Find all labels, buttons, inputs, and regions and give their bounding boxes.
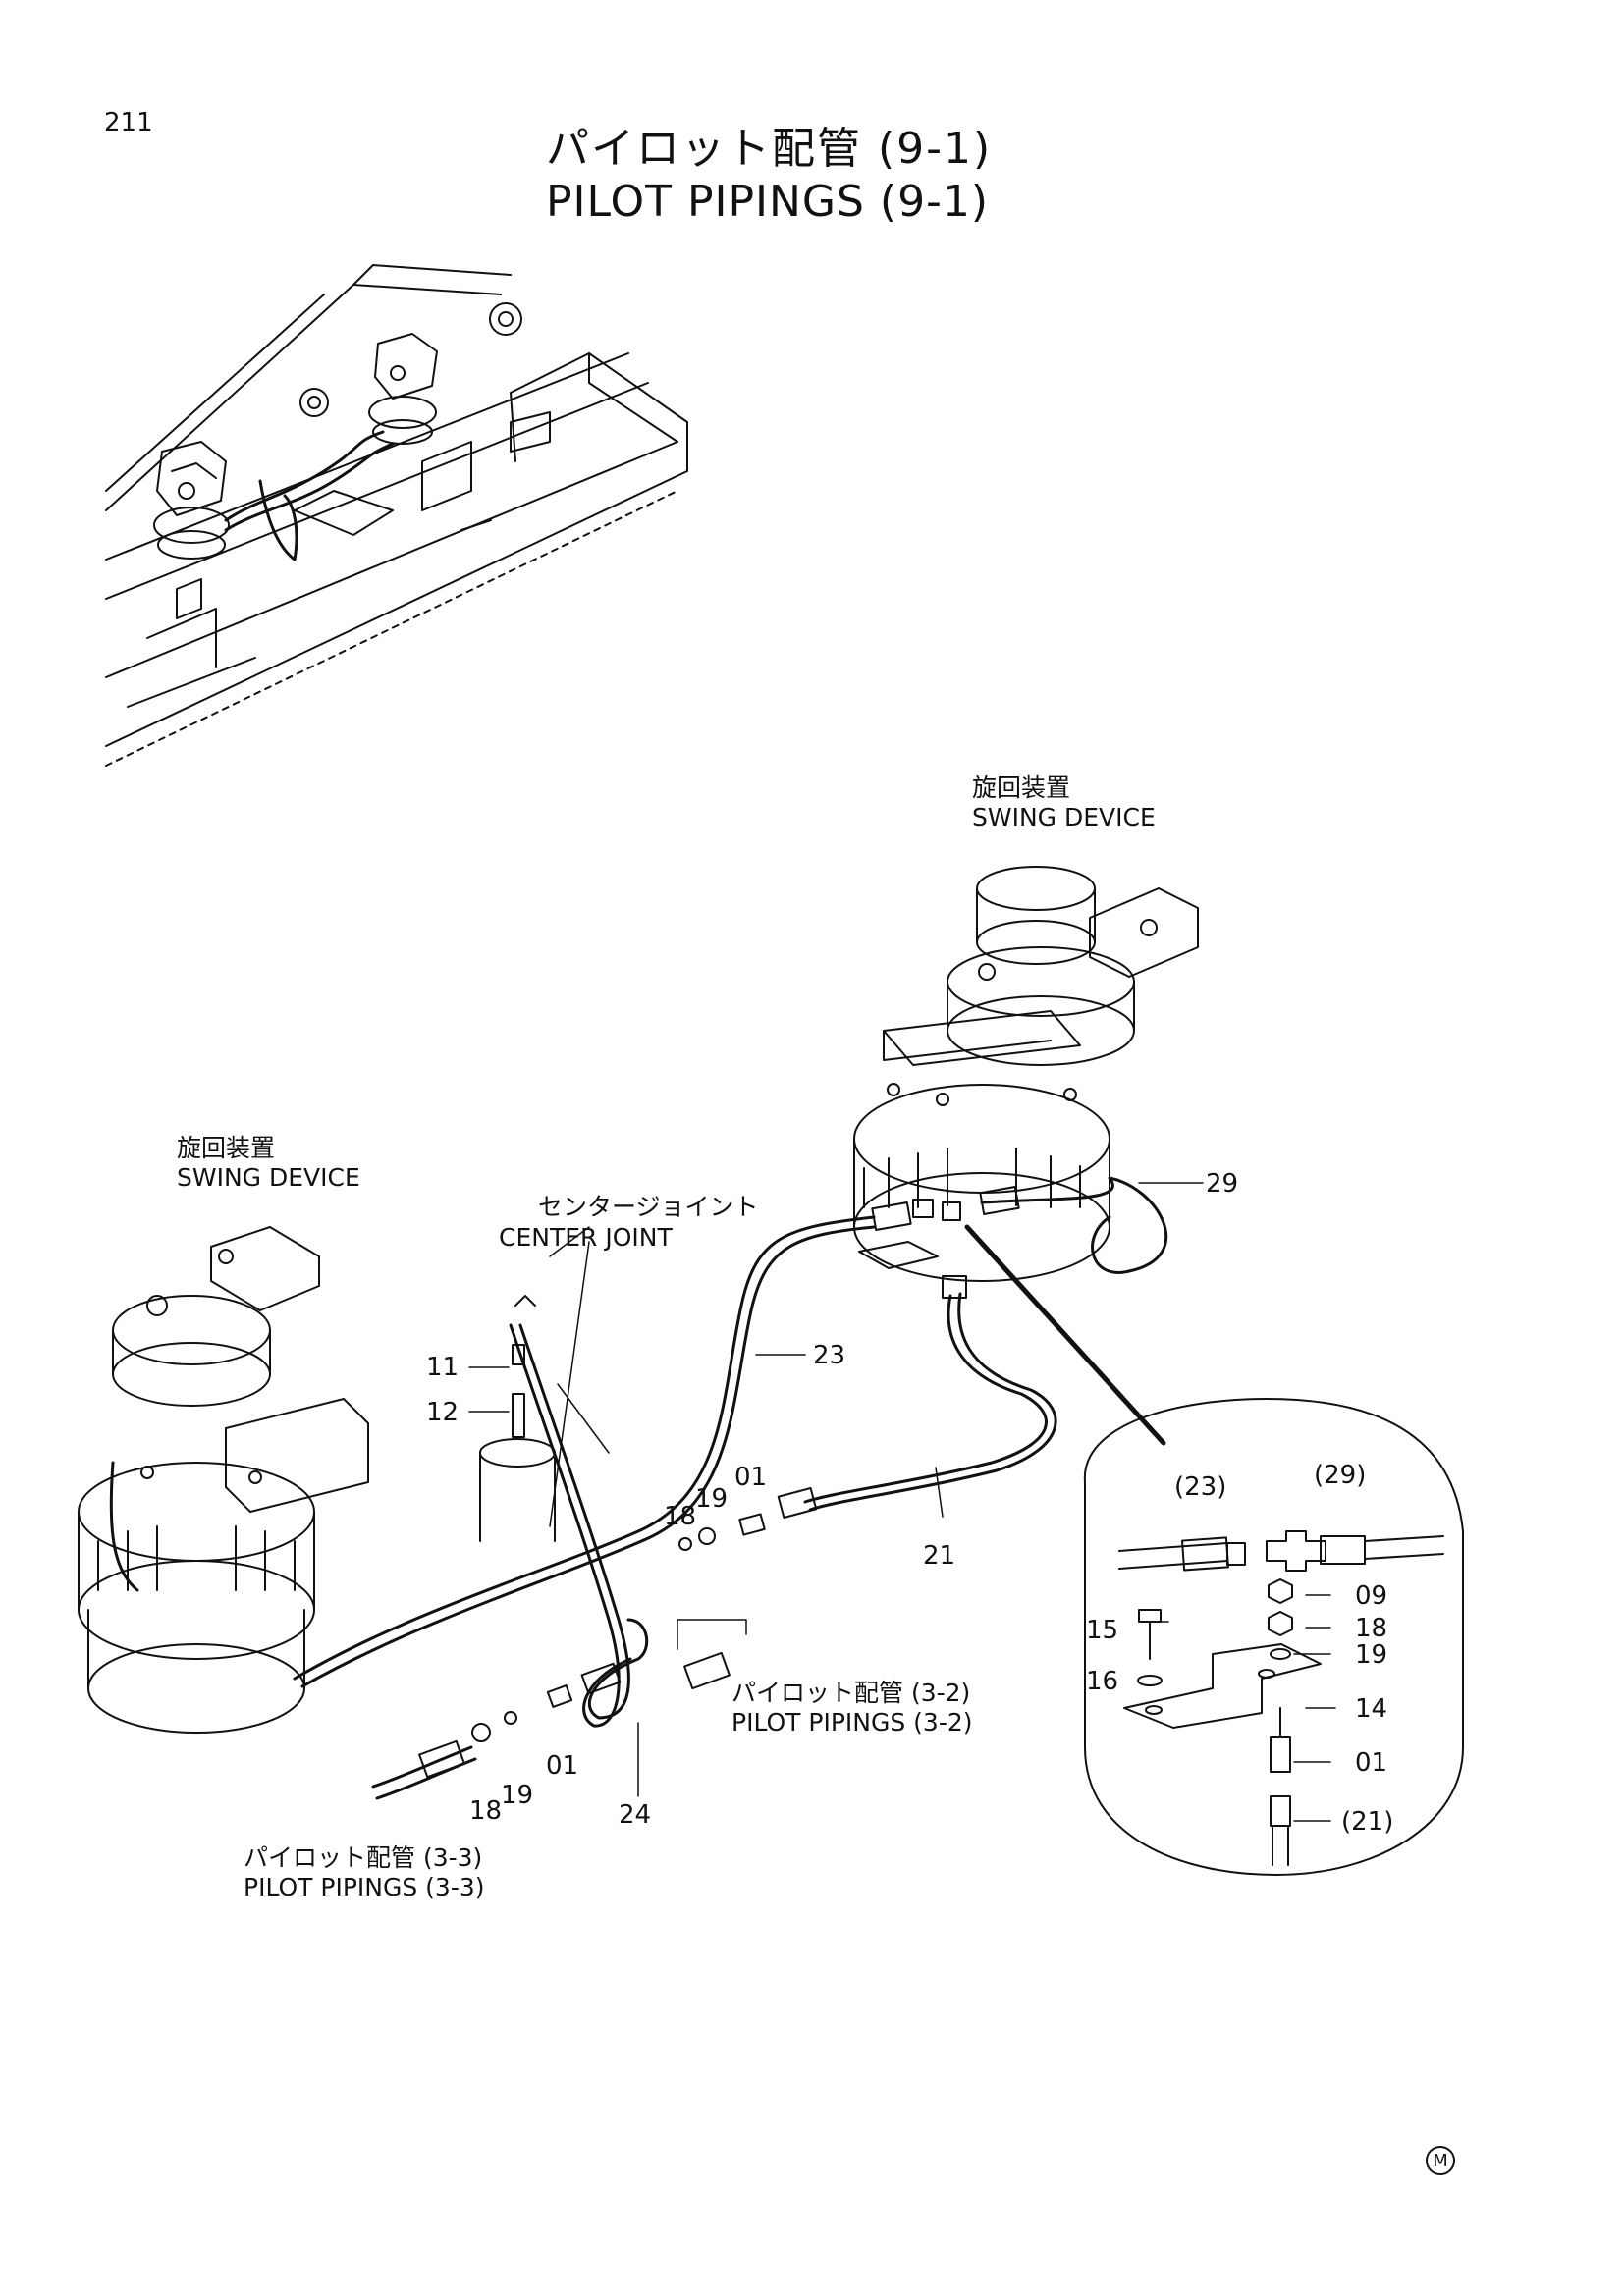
detail-part-number-23: (23) <box>1174 1472 1227 1502</box>
swing-device-left-label-en: SWING DEVICE <box>177 1163 360 1192</box>
swing-device-left-label-jp: 旋回装置 <box>177 1134 276 1162</box>
page-number: 211 <box>104 108 153 137</box>
part-number-12: 12 <box>426 1398 460 1427</box>
corner-mark: M <box>1426 2146 1455 2175</box>
pilot-pipings-3-2-label-en: PILOT PIPINGS (3-2) <box>731 1708 973 1736</box>
pilot-hoses <box>109 1176 1168 1800</box>
overview-swing-motor-right <box>368 333 438 445</box>
center-joint-label-jp: センタージョイント <box>538 1193 759 1221</box>
center-joint-label-en: CENTER JOINT <box>499 1223 673 1252</box>
pilot-pipings-3-2-label-jp: パイロット配管 (3-2) <box>731 1679 971 1707</box>
part-number-24: 24 <box>619 1800 652 1830</box>
overview-swing-motor-left <box>153 441 230 560</box>
upper-structure-overview <box>105 264 688 767</box>
detail-part-number-01: 01 <box>1355 1748 1388 1778</box>
part-number-11: 11 <box>426 1353 460 1382</box>
part-number-23: 23 <box>813 1341 846 1370</box>
detail-part-number-18: 18 <box>1355 1614 1388 1643</box>
detail-part-number-21: (21) <box>1341 1807 1394 1837</box>
swing-device-left <box>78 1226 369 1734</box>
part-number-01-low: 01 <box>546 1751 579 1781</box>
page-title-en: PILOT PIPINGS (9-1) <box>546 177 990 227</box>
part-number-21: 21 <box>923 1541 956 1571</box>
detail-part-number-14: 14 <box>1355 1694 1388 1724</box>
leader-lines <box>468 1182 1204 1797</box>
fittings <box>418 1186 1020 1779</box>
part-number-01-mid: 01 <box>734 1463 768 1492</box>
detail-view <box>1083 1398 1464 1876</box>
detail-part-number-19: 19 <box>1355 1640 1388 1670</box>
detail-part-number-29: (29) <box>1314 1461 1367 1490</box>
swing-device-right <box>853 866 1199 1282</box>
swing-device-right-label-en: SWING DEVICE <box>972 803 1156 831</box>
swing-device-right-label-jp: 旋回装置 <box>972 774 1071 802</box>
part-number-18-low: 18 <box>469 1796 503 1826</box>
pilot-pipings-3-3-label-jp: パイロット配管 (3-3) <box>244 1843 483 1872</box>
detail-part-number-15: 15 <box>1086 1616 1119 1645</box>
page-title-jp: パイロット配管 (9-1) <box>546 124 993 174</box>
center-joint <box>479 1393 556 1542</box>
part-number-29: 29 <box>1206 1169 1239 1199</box>
pilot-pipings-3-3-label-en: PILOT PIPINGS (3-3) <box>244 1873 485 1901</box>
detail-part-number-16: 16 <box>1086 1667 1119 1696</box>
part-number-18-mid: 18 <box>664 1502 697 1531</box>
part-number-19-mid: 19 <box>695 1484 729 1514</box>
detail-part-number-09: 09 <box>1355 1581 1388 1611</box>
part-number-19-low: 19 <box>501 1781 534 1810</box>
